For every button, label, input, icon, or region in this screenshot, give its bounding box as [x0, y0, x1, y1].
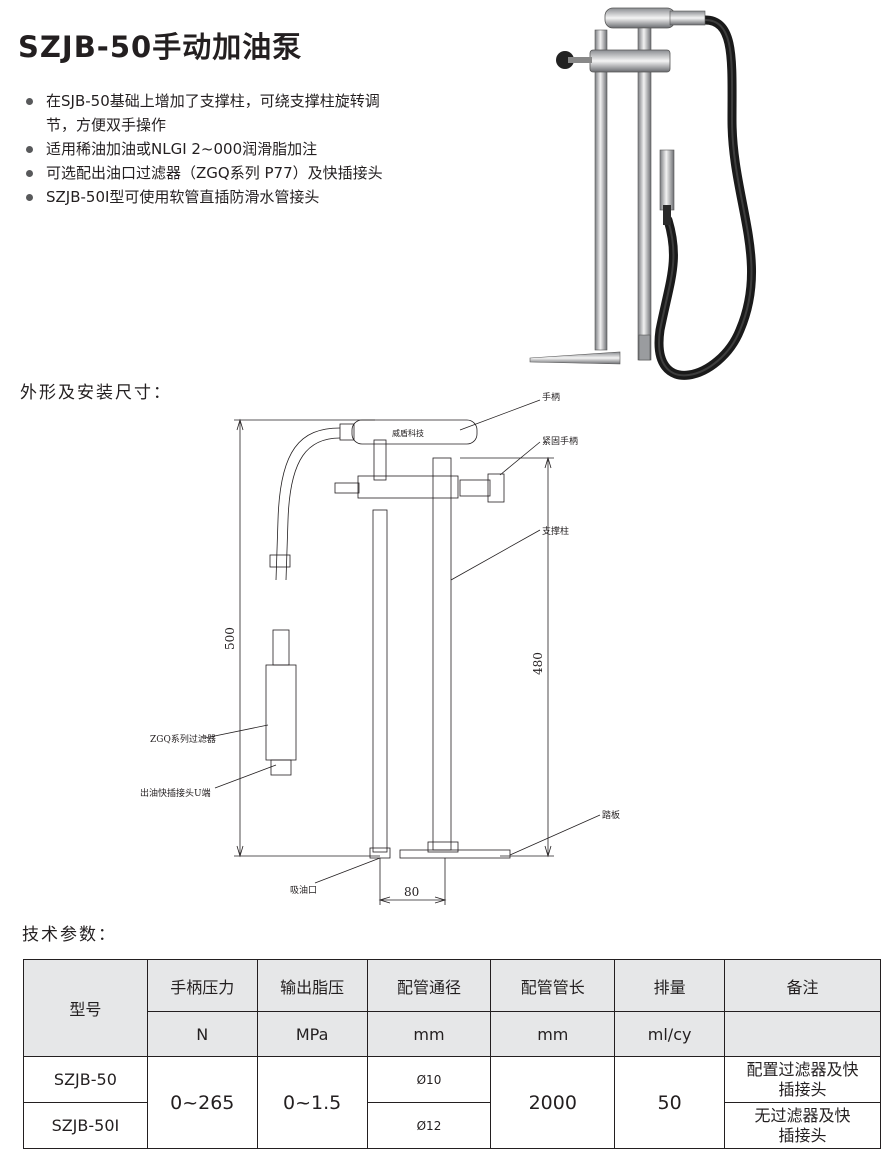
header-handle-force: 手柄压力	[146, 959, 258, 1012]
feature-item: SZJB-50I型可使用软管直插防滑水管接头	[22, 185, 402, 209]
feature-text: 在SJB-50基础上增加了支撑柱，可绕支撑柱旋转调节，方便双手操作	[46, 92, 380, 134]
feature-text: 适用稀油加油或NLGI 2~000润滑脂加注	[46, 140, 318, 158]
label-pedal: 踏板	[602, 809, 620, 821]
dim-total-height: 500	[223, 627, 237, 650]
feature-item: 在SJB-50基础上增加了支撑柱，可绕支撑柱旋转调节，方便双手操作	[22, 89, 402, 137]
label-handle: 手柄	[542, 391, 560, 403]
bullet-icon	[26, 98, 33, 105]
header-model: 型号	[23, 959, 148, 1057]
cell-displacement: 50	[614, 1056, 726, 1149]
bullet-icon	[26, 146, 33, 153]
grip-brand-text: 威盾科技	[392, 428, 424, 438]
cell-handle-force: 0~265	[146, 1056, 258, 1149]
label-filter: ZGQ系列过滤器	[150, 733, 216, 745]
page-title: SZJB-50手动加油泵	[18, 30, 303, 64]
dim-column-height: 480	[531, 652, 545, 675]
header-displacement: 排量	[614, 959, 726, 1012]
note-text: 配置过滤器及快插接头	[746, 1059, 859, 1099]
feature-item: 可选配出油口过滤器（ZGQ系列 P77）及快插接头	[22, 161, 402, 185]
header-pipe-bore: 配管通径	[366, 959, 492, 1012]
feature-item: 适用稀油加油或NLGI 2~000润滑脂加注	[22, 137, 402, 161]
row-model: SZJB-50	[23, 1056, 148, 1103]
unit-pipe-bore: mm	[366, 1011, 492, 1057]
unit-grease-pressure: MPa	[256, 1011, 368, 1057]
header-note: 备注	[724, 959, 881, 1012]
bullet-icon	[26, 194, 33, 201]
feature-list: 在SJB-50基础上增加了支撑柱，可绕支撑柱旋转调节，方便双手操作 适用稀油加油…	[22, 89, 402, 209]
cell-pipe-length: 2000	[490, 1056, 616, 1149]
header-grease-pressure: 输出脂压	[256, 959, 368, 1012]
unit-displacement: ml/cy	[614, 1011, 726, 1057]
dim-width: 80	[404, 885, 419, 899]
feature-text: 可选配出油口过滤器（ZGQ系列 P77）及快插接头	[46, 164, 383, 182]
cell-pipe-bore: Ø12	[366, 1102, 492, 1149]
label-outlet-coupler: 出油快插接头U端	[140, 787, 211, 799]
bullet-icon	[26, 170, 33, 177]
label-clamp-handle: 紧固手柄	[542, 435, 578, 447]
feature-text: SZJB-50I型可使用软管直插防滑水管接头	[46, 188, 320, 206]
unit-note	[724, 1011, 881, 1057]
spec-table: 型号 手柄压力 输出脂压 配管通径 配管管长 排量 备注 N MPa mm mm…	[23, 959, 881, 1149]
unit-handle-force: N	[146, 1011, 258, 1057]
spec-heading: 技术参数：	[22, 925, 117, 945]
label-support-column: 支撑柱	[542, 525, 569, 537]
cell-note: 无过滤器及快插接头	[724, 1102, 881, 1149]
unit-pipe-length: mm	[490, 1011, 616, 1057]
note-text: 无过滤器及快插接头	[754, 1105, 851, 1145]
label-suction: 吸油口	[290, 884, 317, 896]
cell-note: 配置过滤器及快插接头	[724, 1056, 881, 1103]
dimension-heading: 外形及安装尺寸：	[20, 383, 172, 403]
cell-pipe-bore: Ø10	[366, 1056, 492, 1103]
dimension-drawing: 手柄 紧固手柄 支撑柱 踏板 ZGQ系列过滤器 出油快插接头U端 吸油口 威盾科…	[140, 391, 620, 905]
header-pipe-length: 配管管长	[490, 959, 616, 1012]
product-photo	[529, 7, 756, 380]
row-model: SZJB-50I	[23, 1102, 148, 1149]
cell-grease-pressure: 0~1.5	[256, 1056, 368, 1149]
